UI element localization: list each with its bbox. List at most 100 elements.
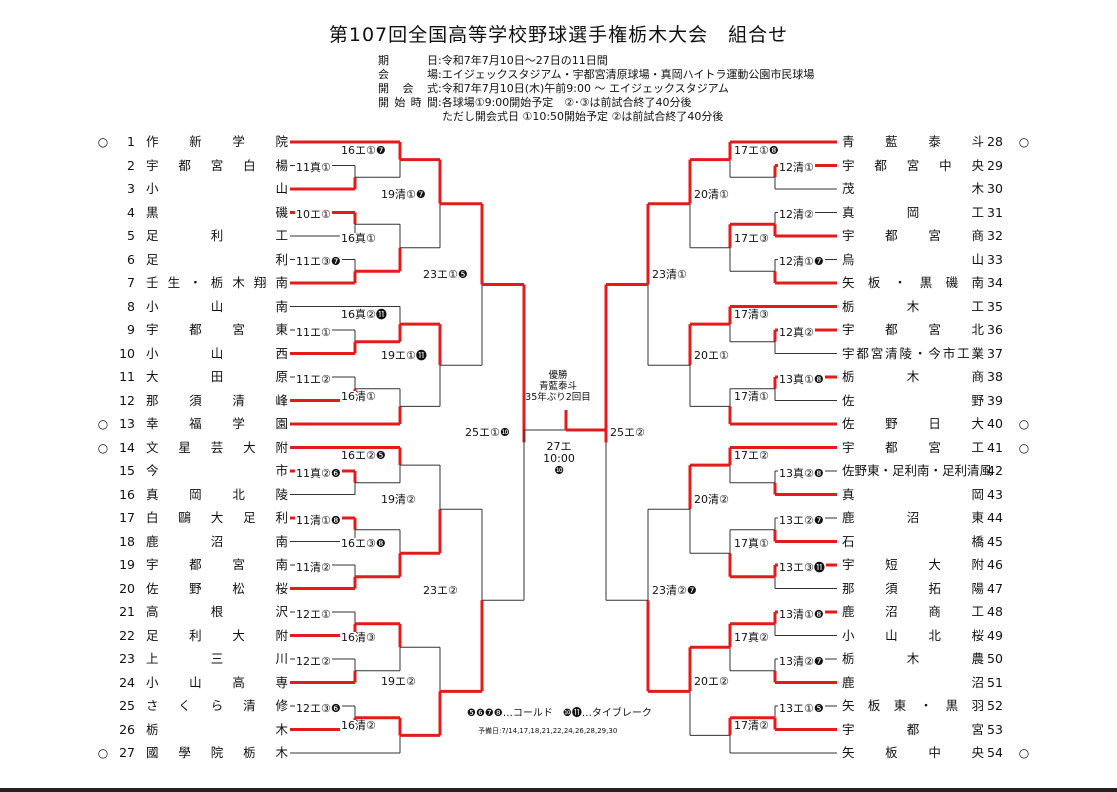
team-number: 34 <box>987 275 1003 290</box>
team-number: 13 <box>119 416 135 431</box>
team-number: 3 <box>127 181 135 196</box>
team-number: 48 <box>987 604 1003 619</box>
team-row: 17 白鷗大足利 <box>0 509 1117 527</box>
match-label: 17清① <box>733 390 770 404</box>
team-number: 46 <box>987 557 1003 572</box>
team-number: 12 <box>119 392 135 408</box>
team-number: 24 <box>119 674 135 690</box>
team-number: 39 <box>987 392 1003 408</box>
team-number: 16 <box>119 486 135 502</box>
team-name: 小山高専 <box>146 674 288 690</box>
team-number: 30 <box>987 181 1003 196</box>
team-number: 22 <box>119 627 135 643</box>
match-label: 23清① <box>651 268 688 282</box>
team-name: 宇都宮北 <box>842 322 984 337</box>
team-number: 1 <box>127 134 135 149</box>
match-label: 17エ①❽ <box>733 143 780 157</box>
team-name: 足利 <box>146 251 288 267</box>
bottom-bar <box>0 788 1117 792</box>
match-label: 20エ② <box>693 675 730 689</box>
team-name: 鹿沼 <box>842 674 984 690</box>
legend: ❺❻❼❽…コールド ❿⓫…タイブレーク <box>467 708 652 719</box>
info-row-start: 開始時間:各球場①9:00開始予定 ②･③は前試合終了40分後 <box>378 96 692 109</box>
info-key: 開始時間 <box>378 96 438 109</box>
match-label: 16清① <box>340 390 377 404</box>
team-number: 42 <box>987 463 1003 478</box>
match-label: 19清② <box>380 493 417 507</box>
team-number: 17 <box>119 510 135 525</box>
team-number: 29 <box>987 157 1003 173</box>
match-label: 12エ② <box>295 654 332 668</box>
team-name: 足利工 <box>146 228 288 243</box>
match-label: 13エ①❺ <box>778 701 825 715</box>
team-number: 23 <box>119 651 135 666</box>
match-label: 20エ① <box>693 349 730 363</box>
team-name: 鹿沼南 <box>146 533 288 549</box>
team-number: 52 <box>987 698 1003 713</box>
team-name: 栃木農 <box>842 651 984 666</box>
team-name: 真岡北陵 <box>146 486 288 502</box>
team-name: 宇都宮南 <box>146 557 288 572</box>
match-label: 13真②❽ <box>778 466 825 480</box>
team-row: 22 足利大附 <box>0 627 1117 645</box>
team-number: 9 <box>127 322 135 337</box>
team-number: 32 <box>987 228 1003 243</box>
team-name: 白鷗大足利 <box>146 510 288 525</box>
team-name: 栃木 <box>146 721 288 737</box>
match-label: 10エ① <box>295 208 332 222</box>
team-name: 宇都宮商 <box>842 228 984 243</box>
seed-mark: ○ <box>97 135 109 149</box>
team-name: 佐野松桜 <box>146 580 288 596</box>
seed-mark: ○ <box>1018 135 1030 149</box>
info-row-ceremony: 開会式:令和7年7月10日(木)午前9:00 ～ エイジェックスタジアム <box>378 82 729 95</box>
team-name: 栃木商 <box>842 369 984 384</box>
team-row: 23 上三川 <box>0 650 1117 668</box>
match-label: 12清① <box>778 161 815 175</box>
team-name: 上三川 <box>146 651 288 666</box>
team-name: 幸福学園 <box>146 416 288 431</box>
team-name: 那須清峰 <box>146 392 288 408</box>
match-label: 12清② <box>778 208 815 222</box>
team-number: 36 <box>987 322 1003 337</box>
info-key: 会 場 <box>378 68 438 81</box>
team-number: 28 <box>987 134 1003 149</box>
info-note: ただし開会式日 ①10:50開始予定 ②は前試合終了40分後 <box>442 110 724 123</box>
seed-mark: ○ <box>97 746 109 760</box>
team-number: 7 <box>127 275 135 290</box>
team-name: 宇短大附 <box>842 557 984 572</box>
team-number: 2 <box>127 157 135 173</box>
match-label: 13清①❽ <box>778 607 825 621</box>
seed-mark: ○ <box>97 417 109 431</box>
team-number: 40 <box>987 416 1003 431</box>
team-name: 矢板東・黒羽 <box>842 698 984 713</box>
match-label: 20清② <box>693 493 730 507</box>
team-number: 25 <box>119 698 135 713</box>
team-name: 矢板・黒磯南 <box>842 275 984 290</box>
team-name: 小山南 <box>146 298 288 314</box>
match-label: 19清①❼ <box>380 187 427 201</box>
team-name: 黒磯 <box>146 204 288 220</box>
team-number: 37 <box>987 345 1003 361</box>
team-name: 那須拓陽 <box>842 580 984 596</box>
team-name: 足利大附 <box>146 627 288 643</box>
info-value: 令和7年7月10日(木)午前9:00 ～ エイジェックスタジアム <box>441 82 729 95</box>
team-name: 小山西 <box>146 345 288 361</box>
match-label: 25エ② <box>609 426 646 440</box>
